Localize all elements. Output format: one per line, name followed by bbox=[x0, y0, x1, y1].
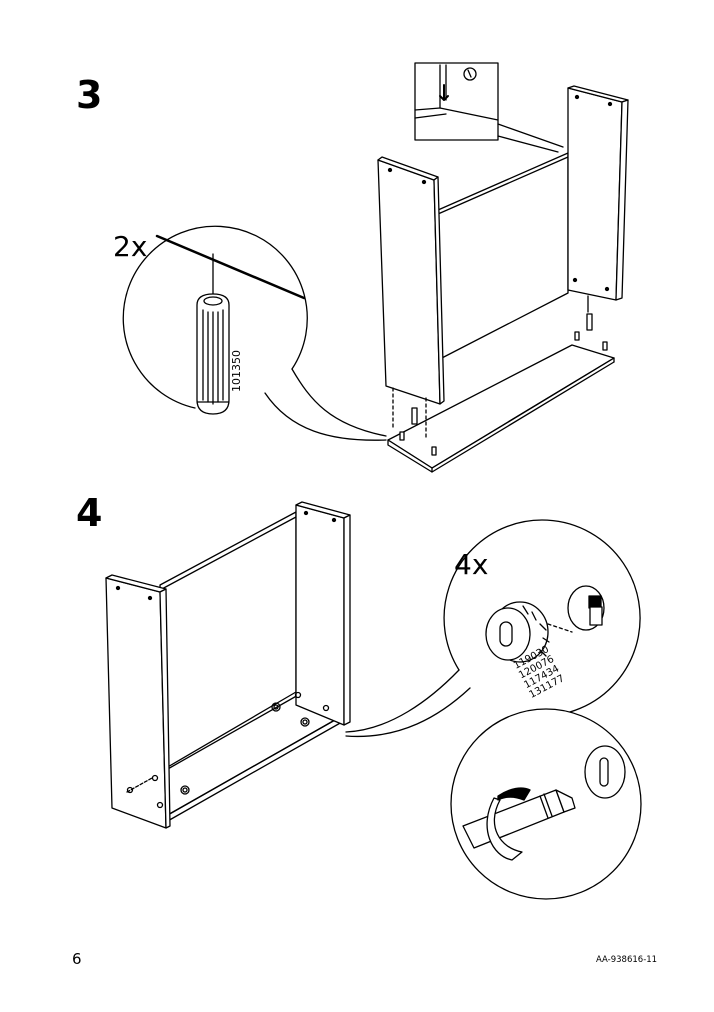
step3-dowel-callout bbox=[122, 225, 387, 441]
document-id: AA-938616-11 bbox=[596, 955, 658, 965]
step4-screwdriver-callout bbox=[450, 708, 642, 900]
step-number-4: 4 bbox=[76, 491, 103, 535]
cam-lock-marker bbox=[126, 691, 330, 809]
cam-lock-icon bbox=[485, 601, 550, 663]
wooden-dowel-icon bbox=[196, 293, 230, 415]
step-number-3: 3 bbox=[76, 73, 103, 117]
cam-slot-icon bbox=[584, 745, 626, 799]
screwdriver-icon bbox=[462, 787, 576, 861]
page-number: 6 bbox=[72, 950, 82, 968]
step3-cabinet-assembly bbox=[377, 62, 629, 473]
cam-stud-icon bbox=[567, 585, 605, 631]
step3-quantity-label: 2x bbox=[113, 230, 148, 263]
step4-cabinet bbox=[105, 501, 351, 829]
step4-quantity-label: 4x bbox=[454, 548, 489, 581]
step3-part-number: 101350 bbox=[230, 350, 243, 392]
step4-cam-lock-callout bbox=[345, 519, 641, 738]
